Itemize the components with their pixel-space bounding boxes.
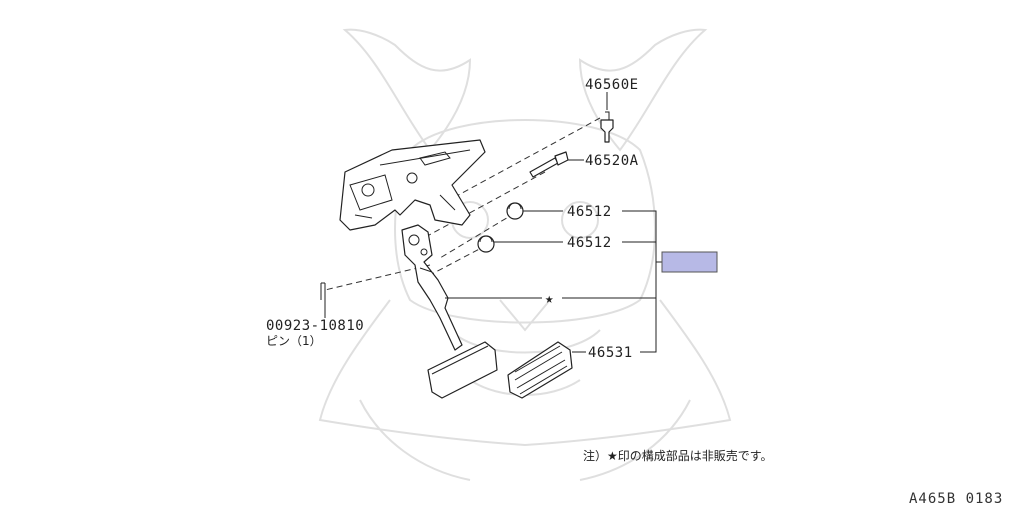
label-46531[interactable]: 46531 <box>588 345 633 361</box>
dashed-guides <box>324 117 601 291</box>
brake-pedal-pad <box>427 341 498 399</box>
leader-lines <box>324 92 662 353</box>
label-46512-upper[interactable]: 46512 <box>567 204 612 220</box>
pin-00923-10810 <box>320 282 326 300</box>
label-46512-lower[interactable]: 46512 <box>567 235 612 251</box>
pedal-pad-46531 <box>507 341 573 399</box>
bushing-46512-lower <box>477 235 495 253</box>
label-46560E[interactable]: 46560E <box>585 77 639 93</box>
star-marker: ★ <box>545 291 554 307</box>
bolt-46520A <box>529 151 569 178</box>
bushing-46512-upper <box>506 202 524 220</box>
footnote: 注）★印の構成部品は非販売です。 <box>583 448 773 463</box>
label-pin-name: ピン（1） <box>266 334 322 348</box>
bolt-46560E <box>600 111 614 143</box>
label-pin-number[interactable]: 00923-10810 <box>266 318 364 334</box>
highlight-box[interactable] <box>661 251 718 273</box>
pedal-bracket <box>339 139 486 231</box>
brake-pedal-arm <box>401 224 463 351</box>
label-46520A[interactable]: 46520A <box>585 153 639 169</box>
drawing-ref: A465B 0183 <box>909 491 1003 507</box>
